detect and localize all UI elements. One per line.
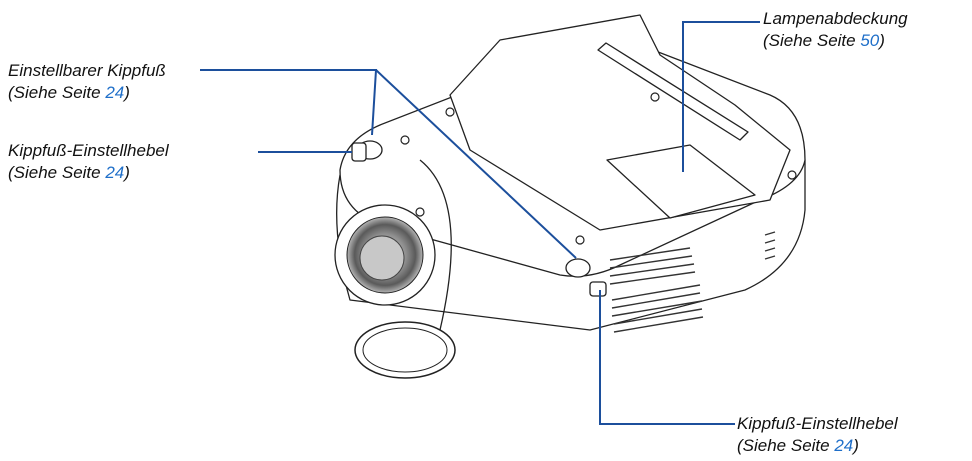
leader-tilt-foot-b: [375, 69, 577, 259]
leader-lever-right: [599, 290, 735, 425]
leader-lamp-cover: [682, 21, 760, 172]
lamp-cover-panel: [606, 144, 756, 219]
tilt-foot-right: [565, 258, 591, 278]
tilt-lever-left: [351, 142, 367, 162]
callout-lamp-cover: Lampenabdeckung (Siehe Seite 50): [763, 9, 908, 50]
callout-title: Lampenabdeckung: [763, 9, 908, 28]
lens: [334, 204, 436, 306]
screws: [400, 92, 797, 245]
leader-lines: [200, 21, 760, 425]
lens-cap-strap: [419, 159, 452, 331]
callout-title: Einstellbarer Kippfuß: [8, 61, 166, 80]
page-ref-link[interactable]: 24: [834, 436, 854, 455]
tilt-lever-right: [589, 281, 607, 297]
callout-tilt-foot-lever-right: Kippfuß-Einstellhebel (Siehe Seite 24): [737, 414, 898, 455]
leader-tilt-foot-a: [200, 69, 378, 136]
page-ref-link[interactable]: 24: [105, 83, 125, 102]
callout-title: Kippfuß-Einstellhebel: [8, 141, 169, 160]
callout-tilt-foot-lever-left: Kippfuß-Einstellhebel (Siehe Seite 24): [8, 141, 169, 182]
page-ref-link[interactable]: 50: [860, 31, 880, 50]
callout-title: Kippfuß-Einstellhebel: [737, 414, 898, 433]
vents-front: [609, 247, 704, 333]
lens-cap: [354, 321, 456, 379]
callout-adjustable-tilt-foot: Einstellbarer Kippfuß (Siehe Seite 24): [8, 61, 166, 102]
vents-side: [764, 231, 776, 260]
page-ref-link[interactable]: 24: [105, 163, 125, 182]
top-slot: [597, 42, 749, 141]
